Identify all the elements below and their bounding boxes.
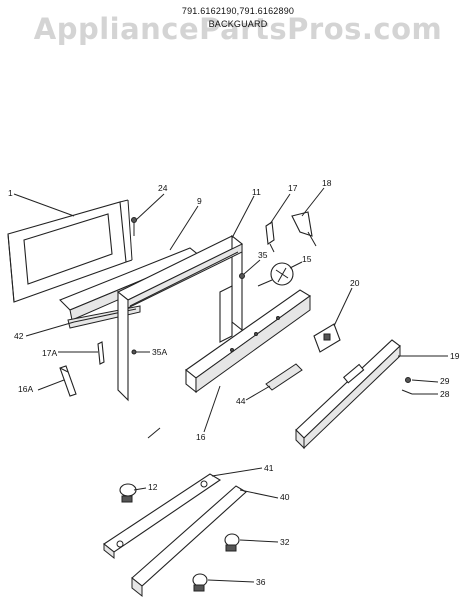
section-title: BACKGUARD <box>208 19 268 29</box>
callout-29: 29 <box>440 376 450 386</box>
part-29-fastener <box>405 377 411 383</box>
leader-lines <box>13 187 448 583</box>
part-35-screw <box>239 273 245 288</box>
part-11-backguard-frame <box>116 234 244 402</box>
part-15-detail <box>257 262 294 287</box>
callout-42: 42 <box>14 331 24 341</box>
part-19-trim-panel <box>295 339 401 450</box>
part-28-fastener <box>401 389 413 395</box>
part-18-bracket <box>291 211 317 247</box>
callout-15: 15 <box>302 254 312 264</box>
callout-18: 18 <box>322 178 332 188</box>
part-20-switch <box>313 323 341 353</box>
callout-17: 17 <box>288 183 298 193</box>
callout-labels: 1 24 9 11 17 18 35 15 20 42 17A 35A 19 1… <box>8 178 460 587</box>
watermark: AppliancePartsPros.com <box>33 12 443 46</box>
callout-1: 1 <box>8 188 13 198</box>
callout-44: 44 <box>236 396 246 406</box>
callout-19: 19 <box>450 351 460 361</box>
callout-11: 11 <box>252 187 261 197</box>
callout-24: 24 <box>158 183 168 193</box>
callout-9: 9 <box>197 196 202 206</box>
part-16-control-panel <box>185 289 311 394</box>
part-1-window-panel <box>7 199 133 303</box>
callout-17A: 17A <box>42 348 57 358</box>
part-12-knob <box>119 483 137 503</box>
part-44-nameplate <box>265 363 303 391</box>
callout-35: 35 <box>258 250 268 260</box>
callout-36: 36 <box>256 577 266 587</box>
part-17-clip <box>265 221 275 253</box>
model-numbers: 791.6162190,791.6162890 <box>181 6 295 16</box>
callout-20: 20 <box>350 278 360 288</box>
part-36-knob <box>192 573 208 592</box>
callout-35A: 35A <box>152 347 167 357</box>
part-16A-bracket <box>59 365 77 397</box>
callout-40: 40 <box>280 492 290 502</box>
callout-16A: 16A <box>18 384 33 394</box>
part-40-lower-rail <box>131 485 247 598</box>
part-41-lower-bracket <box>103 473 222 560</box>
callout-41: 41 <box>264 463 274 473</box>
callout-28: 28 <box>440 389 450 399</box>
callout-16: 16 <box>196 432 206 442</box>
callout-12: 12 <box>148 482 158 492</box>
part-32-knob <box>224 533 240 552</box>
part-24-screw <box>131 217 137 236</box>
callout-32: 32 <box>280 537 290 547</box>
part-35A-screw <box>131 349 137 355</box>
part-17A-clip <box>97 341 105 365</box>
